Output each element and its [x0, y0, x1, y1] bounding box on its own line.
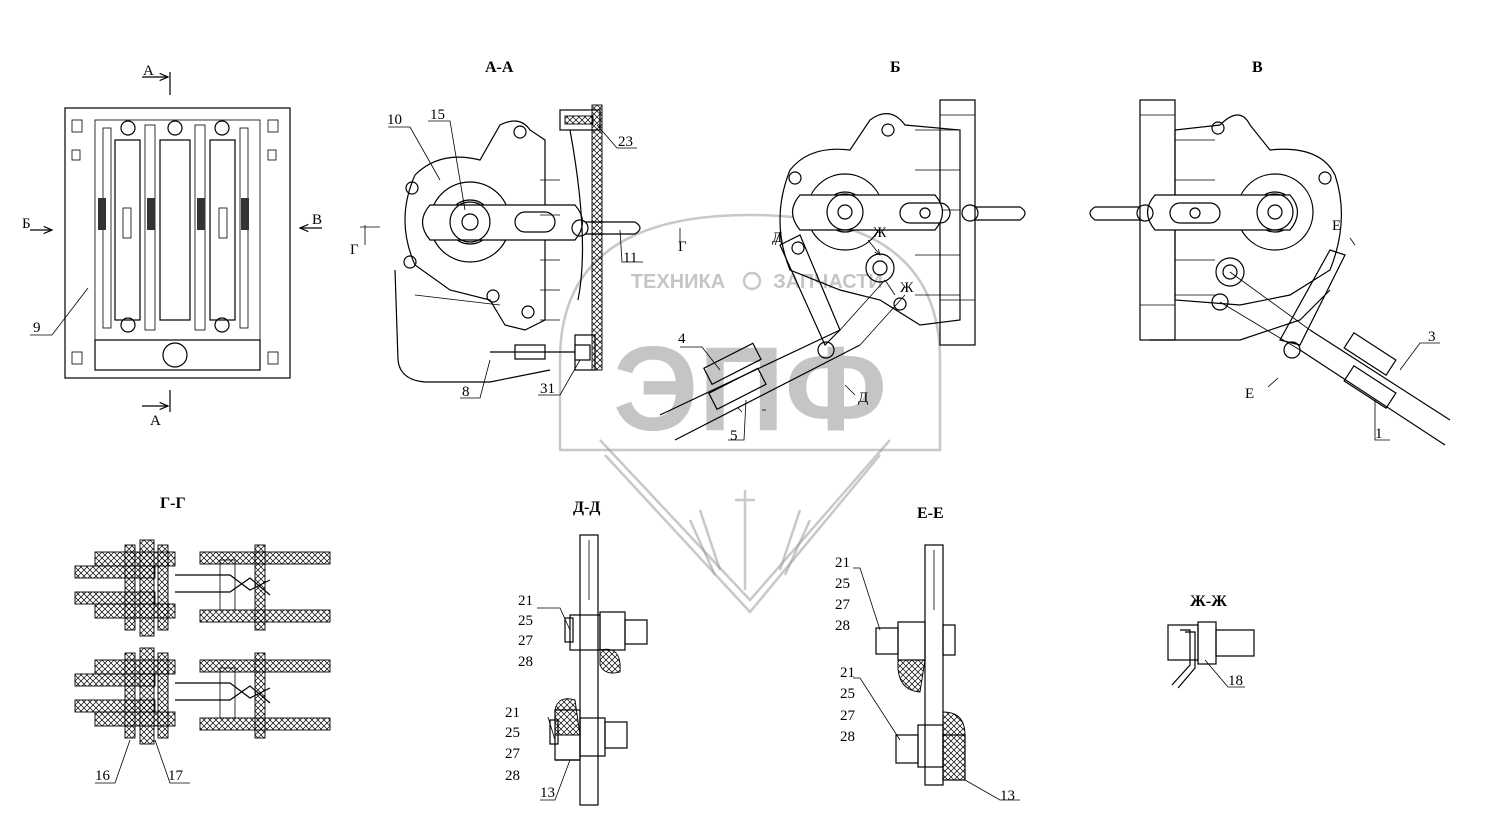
callout-8: 8 — [462, 384, 470, 400]
watermark-brand: ЭПФ — [613, 322, 887, 456]
section-mark-v-right: В — [312, 212, 322, 228]
callout-18: 18 — [1228, 673, 1243, 689]
ee-bottom-callout-3: 27 — [840, 708, 856, 724]
ee-top-callout-2: 25 — [835, 576, 850, 592]
view-title-b: Б — [890, 59, 901, 76]
dd-bottom-callout-4: 28 — [505, 768, 520, 784]
view-title-aa: А-А — [485, 59, 514, 76]
callout-16: 16 — [95, 768, 111, 784]
view-b — [659, 99, 1026, 441]
view-section-gg — [74, 539, 331, 784]
view-v — [1089, 99, 1451, 446]
gear-icon — [742, 271, 762, 291]
section-mark-zh-lower: Ж — [900, 280, 914, 296]
section-mark-g-left: Г — [350, 242, 359, 258]
watermark-line2: ЗАПЧАСТИ — [773, 271, 883, 293]
section-mark-a-top: А — [143, 63, 154, 79]
wheat-emblem — [688, 490, 812, 590]
dd-bottom-callout-2: 25 — [505, 725, 520, 741]
ee-top-callout-1: 21 — [835, 555, 850, 571]
callout-31: 31 — [540, 381, 555, 397]
gg-upper-assembly — [74, 539, 331, 637]
callout-15: 15 — [430, 107, 445, 123]
view-section-zhzh — [1167, 621, 1255, 689]
callout-3: 3 — [1428, 329, 1436, 345]
section-mark-a-bottom: А — [150, 413, 161, 429]
section-mark-g-right: Г — [678, 239, 687, 255]
dd-top-callout-4: 28 — [518, 654, 533, 670]
view-title-dd: Д-Д — [573, 499, 600, 516]
callout-13-dd: 13 — [540, 785, 555, 801]
section-mark-e-lower: Е — [1245, 386, 1254, 402]
callout-11: 11 — [623, 250, 637, 266]
callout-23: 23 — [618, 134, 633, 150]
callout-1: 1 — [1375, 426, 1383, 442]
ee-bottom-callout-4: 28 — [840, 729, 855, 745]
callout-17: 17 — [168, 768, 184, 784]
view-section-dd — [537, 534, 648, 806]
gg-lower-assembly — [74, 647, 331, 745]
section-mark-d-upper: Д — [772, 230, 782, 246]
view-title-gg: Г-Г — [160, 495, 186, 512]
view-title-v: В — [1252, 59, 1263, 76]
view-title-ee: Е-Е — [917, 505, 944, 522]
view-title-zhzh: Ж-Ж — [1190, 593, 1227, 610]
section-mark-b-left: Б — [22, 216, 31, 232]
callout-4: 4 — [678, 331, 686, 347]
view-front-plate — [30, 72, 322, 412]
ee-bottom-callout-1: 21 — [840, 665, 855, 681]
callout-5: 5 — [730, 428, 738, 444]
callout-13-ee: 13 — [1000, 788, 1015, 804]
view-section-aa — [360, 104, 681, 399]
dd-top-callout-2: 25 — [518, 613, 533, 629]
ee-top-callout-4: 28 — [835, 618, 850, 634]
section-mark-d-lower: Д — [858, 390, 868, 406]
section-mark-e-upper: Е — [1332, 218, 1341, 234]
watermark-line1: ТЕХНИКА — [631, 271, 725, 293]
dd-bottom-callout-3: 27 — [505, 746, 521, 762]
dd-bottom-callout-1: 21 — [505, 705, 520, 721]
callout-9: 9 — [33, 320, 41, 336]
ee-top-callout-3: 27 — [835, 597, 851, 613]
dd-top-callout-1: 21 — [518, 593, 533, 609]
section-mark-zh-upper: Ж — [873, 225, 887, 241]
view-section-ee — [853, 544, 1020, 801]
callout-10: 10 — [387, 112, 402, 128]
ee-bottom-callout-2: 25 — [840, 686, 855, 702]
dd-top-callout-3: 27 — [518, 633, 534, 649]
